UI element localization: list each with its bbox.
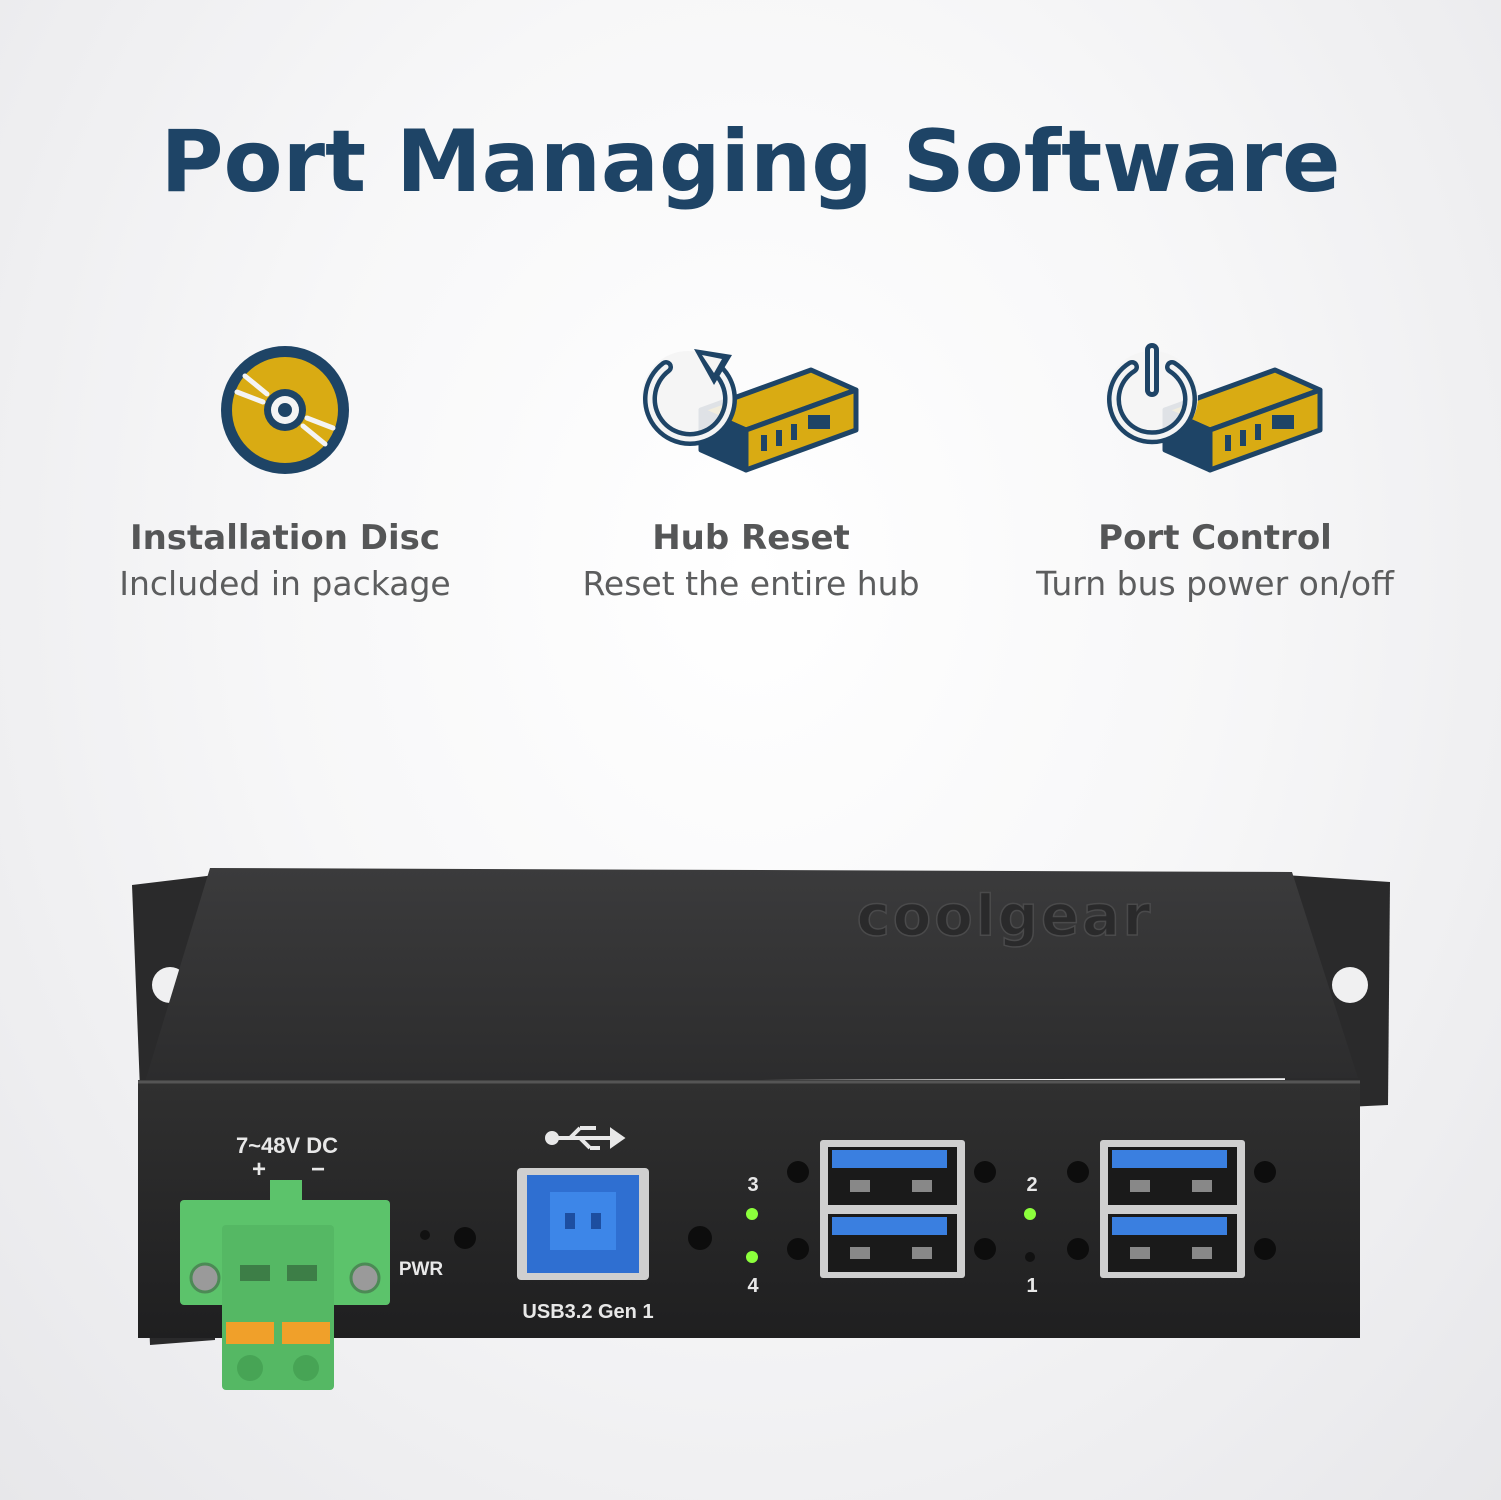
pwr-led xyxy=(420,1230,430,1240)
usb-hub-photo: coolgear 7~48V DC + − PWR xyxy=(132,868,1390,1390)
feature-subtitle: Reset the entire hub xyxy=(582,564,920,603)
usb-b-upstream-port[interactable] xyxy=(517,1168,649,1280)
port-number-4: 4 xyxy=(747,1275,759,1297)
feature-title: Port Control xyxy=(1098,518,1332,558)
feature-subtitle: Turn bus power on/off xyxy=(1036,564,1394,603)
port-led-1 xyxy=(1025,1252,1035,1262)
plus-label: + xyxy=(252,1156,266,1183)
power-control-icon xyxy=(1106,343,1323,473)
port-led-2 xyxy=(1024,1208,1036,1220)
port-number-1: 1 xyxy=(1026,1275,1037,1297)
usb-a-port-pair-right[interactable] xyxy=(1100,1140,1245,1278)
feature-title: Hub Reset xyxy=(652,518,850,558)
feature-port-control: Port Control Turn bus power on/off xyxy=(1005,320,1425,603)
feature-title: Installation Disc xyxy=(129,518,441,558)
hub-top-surface xyxy=(145,868,1358,1082)
power-rating-label: 7~48V DC xyxy=(236,1133,338,1158)
usb-symbol-icon xyxy=(545,1126,626,1150)
minus-label: − xyxy=(311,1156,325,1183)
port-led-3 xyxy=(746,1208,758,1220)
port-number-3: 3 xyxy=(747,1174,758,1196)
dc-terminal-block[interactable] xyxy=(180,1180,390,1390)
feature-installation-disc: Installation Disc Included in package xyxy=(75,320,495,603)
usb-b-label: USB3.2 Gen 1 xyxy=(522,1301,653,1323)
page-title: Port Managing Software xyxy=(160,112,1341,212)
brand-logo: coolgear xyxy=(857,884,1154,949)
port-number-2: 2 xyxy=(1026,1174,1037,1196)
feature-subtitle: Included in package xyxy=(119,564,451,603)
hub-reset-icon xyxy=(642,349,859,473)
usb-a-port-pair-left[interactable] xyxy=(820,1140,965,1278)
port-led-4 xyxy=(746,1251,758,1263)
feature-hub-reset: Hub Reset Reset the entire hub xyxy=(541,320,961,603)
pwr-label: PWR xyxy=(399,1259,444,1280)
disc-icon xyxy=(221,346,349,474)
